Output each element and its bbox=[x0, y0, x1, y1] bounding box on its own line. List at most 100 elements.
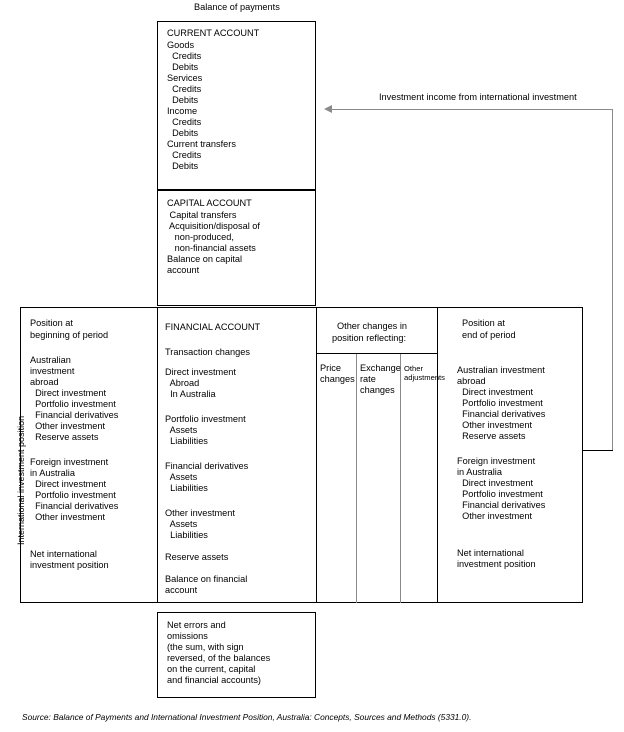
position-end-item: in Australia bbox=[457, 467, 502, 477]
position-begin-heading-line1: Position at bbox=[30, 318, 73, 328]
financial-account-item: Financial derivatives bbox=[165, 461, 249, 471]
position-begin-item: Australian bbox=[30, 355, 71, 365]
current-account-item: Debits bbox=[167, 95, 199, 105]
flow-arrow-head-icon bbox=[324, 105, 332, 114]
other-changes-divider-2 bbox=[400, 353, 402, 603]
current-account-item: Credits bbox=[167, 117, 202, 127]
current-account-item: Debits bbox=[167, 62, 199, 72]
position-end-heading-line2: end of period bbox=[462, 330, 516, 340]
position-begin-item: Other investment bbox=[30, 421, 106, 431]
position-end-item: Australian investment bbox=[457, 365, 545, 375]
capital-account-item: Capital transfers bbox=[167, 210, 237, 220]
net-errors-line: (the sum, with sign bbox=[167, 642, 244, 652]
financial-account-item: Direct investment bbox=[165, 367, 236, 377]
position-begin-item: Other investment bbox=[30, 512, 106, 522]
iip-grid bbox=[20, 307, 583, 603]
current-account-item: Goods bbox=[167, 40, 195, 50]
position-end-item: abroad bbox=[457, 376, 486, 386]
grid-divider-2 bbox=[316, 307, 318, 603]
current-account-item: Services bbox=[167, 73, 203, 83]
capital-account-item: account bbox=[167, 265, 200, 275]
position-end-item: Portfolio investment bbox=[457, 489, 543, 499]
current-account-item: Debits bbox=[167, 128, 199, 138]
other-changes-heading-line1: Other changes in bbox=[337, 321, 407, 331]
figure-top-caption: Balance of payments bbox=[194, 2, 280, 12]
other-adjustments-line1: Other bbox=[404, 364, 423, 373]
current-account-heading: CURRENT ACCOUNT bbox=[167, 28, 260, 38]
financial-account-item: Abroad bbox=[165, 378, 200, 388]
financial-account-item: Other investment bbox=[165, 508, 235, 518]
capital-account-item: non-produced, bbox=[167, 232, 234, 242]
net-errors-line: and financial accounts) bbox=[167, 675, 261, 685]
current-account-item: Credits bbox=[167, 51, 202, 61]
capital-account-item: Balance on capital bbox=[167, 254, 243, 264]
left-axis-label: International investment position bbox=[16, 415, 26, 545]
financial-account-item: In Australia bbox=[165, 389, 216, 399]
position-begin-item: investment bbox=[30, 366, 75, 376]
position-begin-item: Direct investment bbox=[30, 388, 107, 398]
position-begin-heading-line2: beginning of period bbox=[30, 330, 109, 340]
capital-account-box bbox=[157, 190, 316, 306]
financial-account-item: Liabilities bbox=[165, 530, 208, 540]
position-begin-item: in Australia bbox=[30, 468, 75, 478]
financial-account-heading: FINANCIAL ACCOUNT bbox=[165, 322, 261, 332]
financial-account-item: Balance on financial bbox=[165, 574, 248, 584]
exchange-rate-changes-line2: rate bbox=[360, 374, 376, 384]
other-changes-heading-line2: position reflecting: bbox=[332, 333, 407, 343]
current-account-item: Credits bbox=[167, 84, 202, 94]
financial-account-item: Portfolio investment bbox=[165, 414, 246, 424]
financial-account-item: Reserve assets bbox=[165, 552, 229, 562]
grid-divider-1 bbox=[157, 307, 159, 603]
net-errors-line: reversed, of the balances bbox=[167, 653, 271, 663]
price-changes-line2: changes bbox=[320, 374, 355, 384]
net-errors-line: on the current, capital bbox=[167, 664, 256, 674]
capital-account-heading: CAPITAL ACCOUNT bbox=[167, 198, 252, 208]
financial-account-item: Assets bbox=[165, 472, 198, 482]
financial-account-subheading: Transaction changes bbox=[165, 347, 250, 357]
position-begin-item: Portfolio investment bbox=[30, 490, 116, 500]
exchange-rate-changes-line3: changes bbox=[360, 385, 395, 395]
position-end-item: Financial derivatives bbox=[457, 500, 546, 510]
position-end-item: Foreign investment bbox=[457, 456, 536, 466]
other-changes-divider-1 bbox=[356, 353, 358, 603]
source-note: Source: Balance of Payments and Internat… bbox=[22, 712, 472, 722]
position-end-item: investment position bbox=[457, 559, 536, 569]
current-account-box bbox=[157, 21, 316, 190]
current-account-item: Debits bbox=[167, 161, 199, 171]
position-end-item: Other investment bbox=[457, 420, 533, 430]
capital-account-item: non-financial assets bbox=[167, 243, 256, 253]
position-begin-item: Portfolio investment bbox=[30, 399, 116, 409]
position-begin-item: Foreign investment bbox=[30, 457, 109, 467]
position-begin-item: abroad bbox=[30, 377, 59, 387]
price-changes-line1: Price bbox=[320, 363, 341, 373]
flow-arrow-vertical-right bbox=[611, 109, 613, 451]
position-begin-item: Financial derivatives bbox=[30, 501, 119, 511]
position-begin-item: Financial derivatives bbox=[30, 410, 119, 420]
financial-account-item: Liabilities bbox=[165, 436, 208, 446]
flow-arrow-horizontal-top bbox=[332, 109, 613, 111]
net-errors-line: Net errors and bbox=[167, 620, 226, 630]
position-end-item: Financial derivatives bbox=[457, 409, 546, 419]
position-end-item: Direct investment bbox=[457, 387, 534, 397]
other-adjustments-line2: adjustments bbox=[404, 373, 445, 382]
position-end-item: Direct investment bbox=[457, 478, 534, 488]
net-errors-line: omissions bbox=[167, 631, 208, 641]
grid-divider-3 bbox=[437, 307, 439, 603]
current-account-item: Current transfers bbox=[167, 139, 236, 149]
financial-account-item: Liabilities bbox=[165, 483, 208, 493]
financial-account-item: account bbox=[165, 585, 198, 595]
position-end-heading-line1: Position at bbox=[462, 318, 505, 328]
net-errors-box bbox=[157, 612, 316, 698]
flow-annotation-label: Investment income from international inv… bbox=[379, 92, 577, 102]
position-begin-item: Direct investment bbox=[30, 479, 107, 489]
position-end-item: Reserve assets bbox=[457, 431, 526, 441]
position-end-item: Net international bbox=[457, 548, 524, 558]
other-changes-header-rule bbox=[316, 353, 437, 355]
position-end-item: Other investment bbox=[457, 511, 533, 521]
exchange-rate-changes-line1: Exchange bbox=[360, 363, 401, 373]
current-account-item: Income bbox=[167, 106, 198, 116]
position-begin-item: investment position bbox=[30, 560, 109, 570]
position-end-to-flow-connector bbox=[583, 450, 613, 452]
position-begin-item: Reserve assets bbox=[30, 432, 99, 442]
